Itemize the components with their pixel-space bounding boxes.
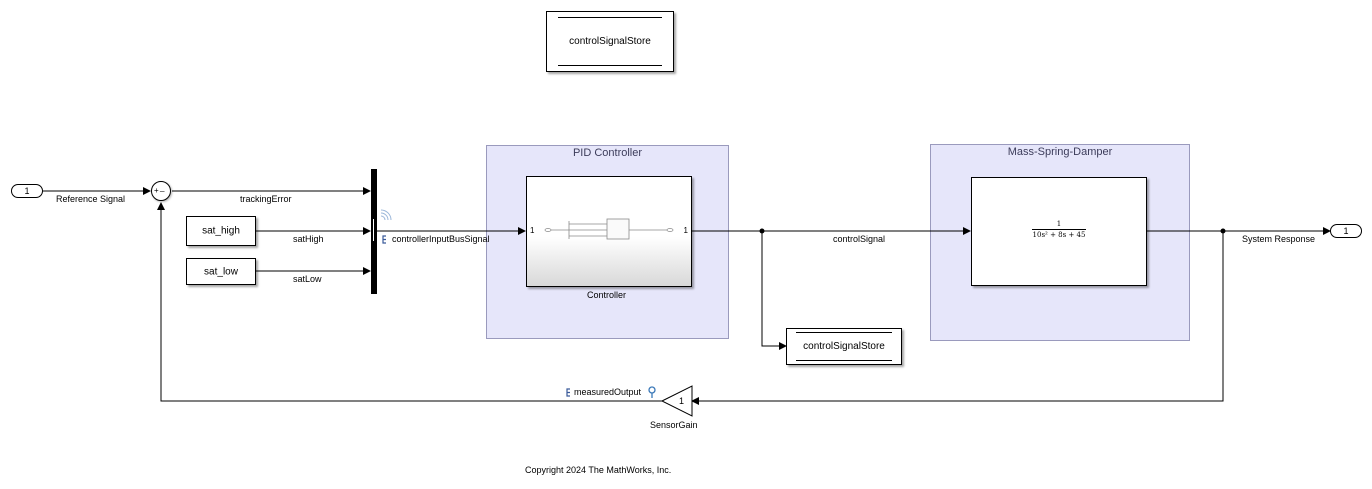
pid-controller-area-title: PID Controller — [572, 147, 643, 159]
branch-point-response — [1220, 228, 1226, 234]
sensor-gain-triangle — [660, 385, 693, 417]
tf-denominator: 10s² + 8s + 45 — [1032, 231, 1086, 239]
signal-label-control: controlSignal — [833, 234, 886, 244]
sensor-gain-value: 1 — [679, 396, 685, 406]
mass-spring-damper-area-title: Mass-Spring-Damper — [1007, 146, 1113, 158]
tf-numerator: 1 — [1056, 220, 1062, 228]
control-signal-store-memory[interactable]: controlSignalStore — [546, 11, 674, 72]
bus-creator-port-mark — [372, 218, 375, 242]
controller-in-port: 1 — [530, 226, 535, 235]
transfer-function-block[interactable]: 1 10s² + 8s + 45 — [971, 177, 1147, 286]
wire-measured-output — [157, 202, 662, 402]
sat-low-label: sat_low — [204, 266, 238, 277]
signal-label-sat-high: satHigh — [293, 234, 324, 244]
signal-label-measured-output: measuredOutput — [574, 387, 642, 397]
signal-label-reference: Reference Signal — [56, 194, 126, 204]
signal-label-bus: controllerInputBusSignal — [392, 234, 490, 244]
control-signal-store-write[interactable]: controlSignalStore — [786, 328, 902, 365]
branch-point-control — [759, 228, 765, 234]
test-point-icon — [648, 386, 656, 398]
controller-preview-icon — [544, 218, 674, 240]
controller-name: Controller — [587, 290, 627, 300]
inport-number: 1 — [24, 186, 30, 196]
outport-system-response[interactable]: 1 — [1330, 224, 1362, 238]
wire-feedback — [691, 231, 1224, 405]
copyright-annotation: Copyright 2024 The MathWorks, Inc. — [525, 465, 672, 475]
inport-reference[interactable]: 1 — [11, 184, 43, 198]
sum-minus-sign: _ — [160, 183, 165, 192]
signal-label-sat-low: satLow — [293, 274, 322, 284]
outport-number: 1 — [1343, 226, 1349, 236]
sat-high-constant[interactable]: sat_high — [186, 216, 256, 246]
sat-low-constant[interactable]: sat_low — [186, 258, 256, 285]
controller-subsystem[interactable]: 1 1 — [526, 176, 692, 287]
bus-element-indicator — [380, 209, 392, 221]
bus-marker-measured-output — [566, 388, 570, 397]
bus-marker-controller-input — [382, 235, 386, 244]
top-store-label: controlSignalStore — [558, 17, 662, 66]
signal-label-tracking-error: trackingError — [240, 194, 292, 204]
sum-block[interactable]: + _ — [151, 181, 171, 201]
sensor-gain-name: SensorGain — [650, 420, 698, 430]
signal-label-system-response: System Response — [1242, 234, 1316, 244]
bottom-store-label: controlSignalStore — [796, 332, 892, 361]
sat-high-label: sat_high — [202, 225, 240, 237]
transfer-function-fraction: 1 10s² + 8s + 45 — [972, 220, 1146, 239]
controller-out-port: 1 — [683, 226, 688, 235]
sum-plus-sign: + — [154, 186, 159, 195]
wire-control-branch — [761, 231, 787, 350]
